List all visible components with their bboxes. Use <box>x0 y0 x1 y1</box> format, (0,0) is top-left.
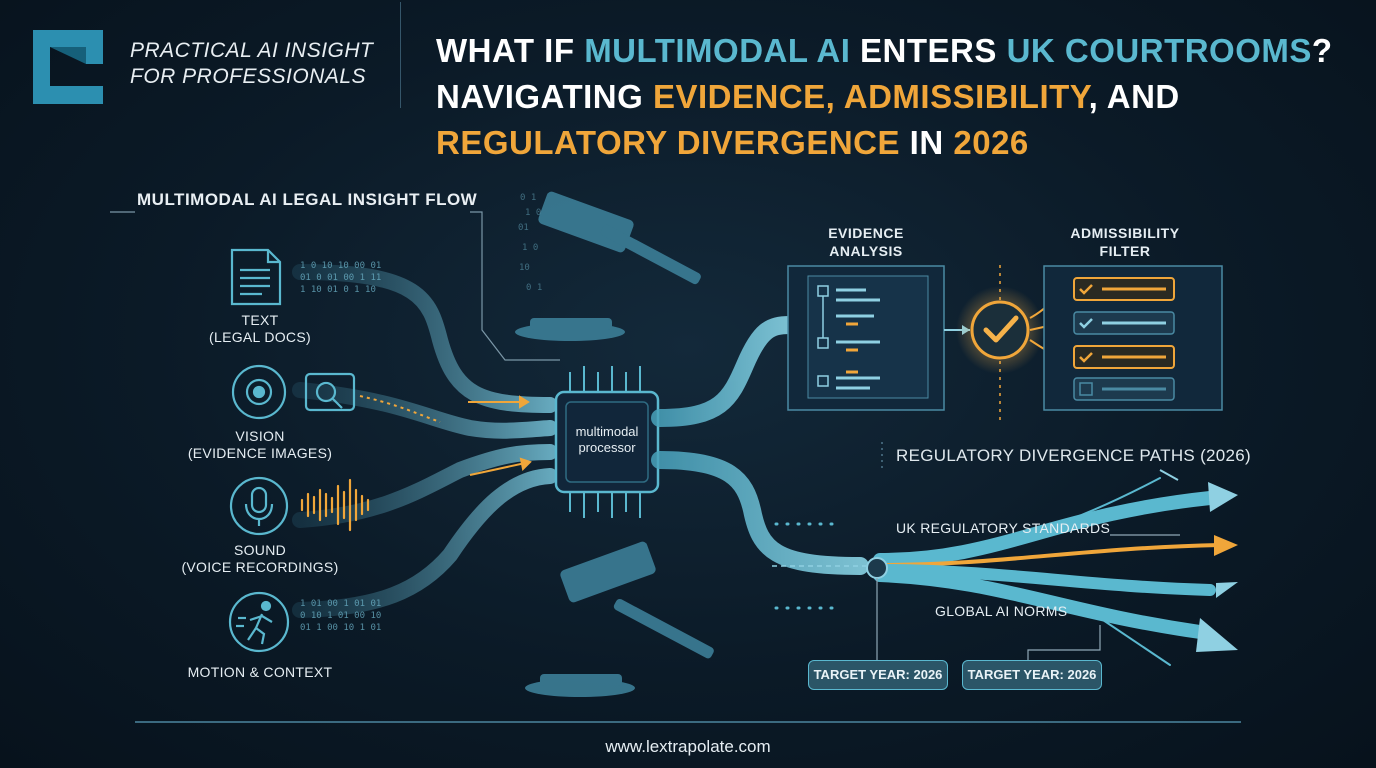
svg-text:0 10 1 01 00 10: 0 10 1 01 00 10 <box>300 611 381 621</box>
running-person-icon <box>228 591 290 653</box>
svg-text:1 10 01 0 1 10: 1 10 01 0 1 10 <box>300 285 376 295</box>
svg-text:0 1: 0 1 <box>526 283 542 293</box>
admissibility-filter-panel <box>1043 265 1223 411</box>
gavel-icon <box>515 191 701 341</box>
chip-pins <box>569 366 641 518</box>
tagline-line2: FOR PROFESSIONALS <box>130 65 367 88</box>
uk-standards-label: UK REGULATORY STANDARDS <box>896 520 1111 536</box>
global-norms-label: GLOBAL AI NORMS <box>935 603 1068 619</box>
target-year-badge: TARGET YEAR: 2026 <box>962 660 1102 690</box>
target-year-badge: TARGET YEAR: 2026 <box>808 660 948 690</box>
footer-divider <box>135 721 1241 723</box>
page-title: WHAT IF MULTIMODAL AI ENTERS UK COURTROO… <box>436 32 1333 161</box>
tagline-line1: PRACTICAL AI INSIGHT <box>130 39 374 62</box>
input-label-vision: VISION(EVIDENCE IMAGES) <box>187 428 333 461</box>
brand-tagline: PRACTICAL AI INSIGHT FOR PROFESSIONALS <box>130 38 373 90</box>
svg-text:1 0 10 10 00 01: 1 0 10 10 00 01 <box>300 261 381 271</box>
svg-text:1 0: 1 0 <box>525 208 541 218</box>
microphone-icon <box>229 476 289 536</box>
check-badge-icon <box>970 300 1030 360</box>
flow-title: MULTIMODAL AI LEGAL INSIGHT FLOW <box>137 190 478 209</box>
svg-text:1 01 00 1 01 01: 1 01 00 1 01 01 <box>300 599 381 609</box>
header-divider <box>400 2 401 108</box>
output-streams <box>651 316 869 575</box>
svg-text:10: 10 <box>519 263 530 273</box>
svg-text:01 0 01 00 1 11: 01 0 01 00 1 11 <box>300 273 381 283</box>
svg-text:0 1: 0 1 <box>520 193 536 203</box>
divergence-paths <box>873 477 1222 666</box>
input-label-motion: MOTION & CONTEXT <box>187 664 333 680</box>
svg-text:01: 01 <box>518 223 529 233</box>
camera-icon <box>231 364 356 420</box>
input-label-sound: SOUND(VOICE RECORDINGS) <box>181 542 339 575</box>
input-label-text: TEXT(LEGAL DOCS) <box>209 312 311 345</box>
processor-chip <box>554 390 660 494</box>
svg-text:01 1 00 10 1 01: 01 1 00 10 1 01 <box>300 623 381 633</box>
divergence-node <box>866 557 888 579</box>
footer-url[interactable]: www.lextrapolate.com <box>605 737 771 756</box>
waveform <box>300 478 370 532</box>
document-icon <box>230 248 282 306</box>
regulatory-title: REGULATORY DIVERGENCE PATHS (2026) <box>896 446 1252 465</box>
svg-text:1 0: 1 0 <box>522 243 538 253</box>
evidence-analysis-panel <box>787 265 945 411</box>
bracket-logo-icon <box>33 30 103 104</box>
gavel-icon <box>525 541 714 697</box>
